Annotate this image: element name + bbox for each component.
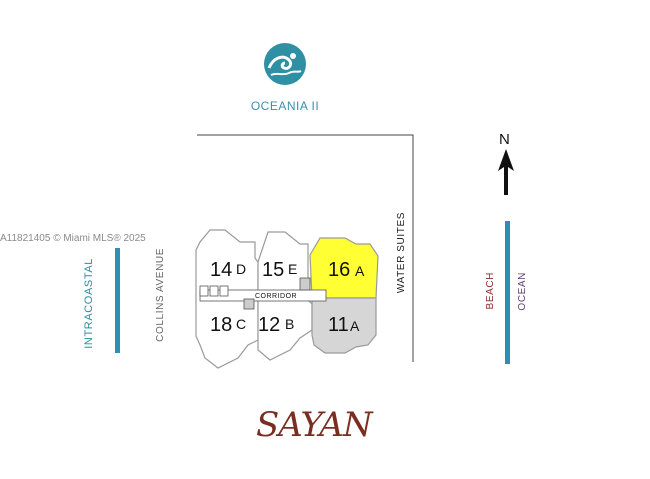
unit-12b[interactable]: 12 B (258, 314, 294, 336)
unit-number: 14 (210, 259, 232, 281)
unit-letter: C (236, 316, 246, 332)
unit-letter: E (288, 261, 297, 277)
north-label: N (499, 131, 510, 148)
collins-avenue-label: COLLINS AVENUE (155, 248, 166, 342)
unit-letter: A (355, 263, 365, 279)
unit-letter: B (285, 316, 294, 332)
unit-18c[interactable]: 18 C (210, 314, 246, 336)
intracoastal-water-bar (115, 248, 120, 353)
unit-16a[interactable]: 16 A (328, 259, 365, 281)
unit-11a-shape[interactable] (311, 297, 377, 354)
unit-letter: A (350, 318, 360, 334)
beach-label: BEACH (485, 272, 496, 310)
unit-number: 15 (262, 259, 284, 281)
wave-logo-icon (264, 43, 306, 85)
sayan-logo: SAYAN (256, 405, 373, 445)
unit-15e[interactable]: 15 E (262, 259, 297, 281)
corridor-label: CORRIDOR (255, 293, 297, 300)
north-arrow-icon (498, 149, 514, 195)
oceania-label: OCEANIA II (250, 99, 320, 113)
property-boundary (197, 134, 414, 362)
ocean-label: OCEAN (517, 272, 528, 311)
unit-letter: D (236, 261, 246, 277)
elevator-boxes (199, 277, 311, 310)
unit-number: 18 (210, 314, 232, 336)
intracoastal-label: INTRACOASTAL (83, 258, 95, 349)
unit-16a-shape[interactable] (309, 237, 379, 299)
unit-11a[interactable]: 11 A (328, 314, 360, 336)
watermark: A11821405 © Miami MLS® 2025 (0, 233, 146, 244)
unit-number: 11 (328, 314, 349, 336)
unit-number: 16 (328, 259, 350, 281)
unit-number: 12 (258, 314, 280, 336)
unit-14d[interactable]: 14 D (210, 259, 246, 281)
ocean-water-bar (505, 221, 510, 364)
water-suites-label: WATER SUITES (396, 212, 407, 294)
